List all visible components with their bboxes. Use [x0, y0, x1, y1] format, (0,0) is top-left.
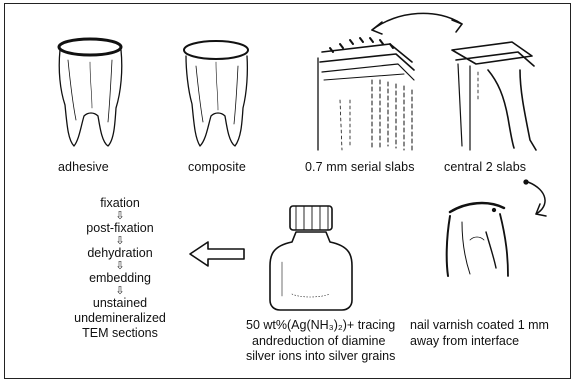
label-serial-slabs: 0.7 mm serial slabs: [305, 160, 415, 174]
central-slabs-icon: [452, 42, 536, 150]
down-arrow-icon: ⇩: [110, 286, 130, 296]
step-tem-sections: TEM sections: [50, 326, 190, 340]
down-arrow-icon: ⇩: [110, 236, 130, 246]
step-undemineralized: undemineralized: [50, 311, 190, 325]
varnish-text: nail varnish coated 1 mm away from inter…: [410, 318, 549, 349]
silver-line-2: andreduction of diamine: [246, 334, 395, 350]
step-embedding: embedding: [60, 271, 180, 285]
silver-line-3: silver ions into silver grains: [246, 349, 395, 365]
curved-arrow-icon: [524, 180, 546, 216]
step-post-fixation: post-fixation: [60, 221, 180, 235]
bottle-icon: [270, 206, 352, 310]
label-central-slabs: central 2 slabs: [444, 160, 526, 174]
label-adhesive: adhesive: [58, 160, 109, 174]
silver-line-1: 50 wt%(Ag(NH₃)₂)+ tracing: [246, 318, 395, 334]
tooth-composite-icon: [184, 41, 248, 146]
tooth-adhesive-icon: [59, 39, 122, 146]
down-arrow-icon: ⇩: [110, 261, 130, 271]
tooth-slabs-icon: [318, 38, 414, 150]
step-unstained: unstained: [50, 296, 190, 310]
step-dehydration: dehydration: [60, 246, 180, 260]
varnish-line-1: nail varnish coated 1 mm: [410, 318, 549, 334]
swap-curved-arrow-icon: [372, 13, 462, 34]
label-composite: composite: [188, 160, 246, 174]
down-arrow-icon: ⇩: [110, 211, 130, 221]
tooth-varnished-icon: [447, 203, 508, 276]
silver-tracing-text: 50 wt%(Ag(NH₃)₂)+ tracing andreduction o…: [246, 318, 395, 365]
step-fixation: fixation: [70, 196, 170, 210]
varnish-line-2: away from interface: [410, 334, 549, 350]
hollow-left-arrow-icon: [190, 242, 244, 266]
